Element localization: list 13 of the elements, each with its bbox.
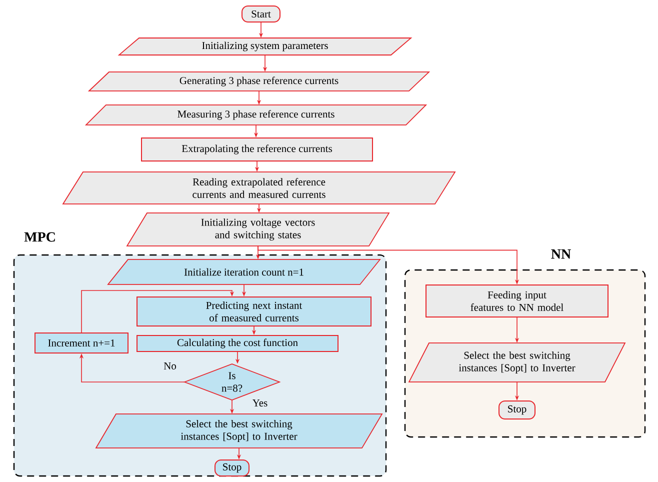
process-box: Extrapolating the reference currents <box>141 137 373 162</box>
node-label: MPC <box>24 232 55 242</box>
process-box: Calculating the cost function <box>136 334 338 352</box>
arrow <box>81 290 234 333</box>
node-label: NN <box>551 249 571 259</box>
edge-label: No <box>164 362 176 370</box>
process-box: Feeding input features to NN model <box>426 284 608 318</box>
process-box: Predicting next instant of measured currents <box>136 296 372 326</box>
terminal: Stop <box>214 459 250 476</box>
terminal: Stop <box>498 400 536 420</box>
process-box: Increment n+=1 <box>34 332 128 354</box>
edge-label: Yes <box>252 400 268 406</box>
terminal: Start <box>242 6 280 22</box>
